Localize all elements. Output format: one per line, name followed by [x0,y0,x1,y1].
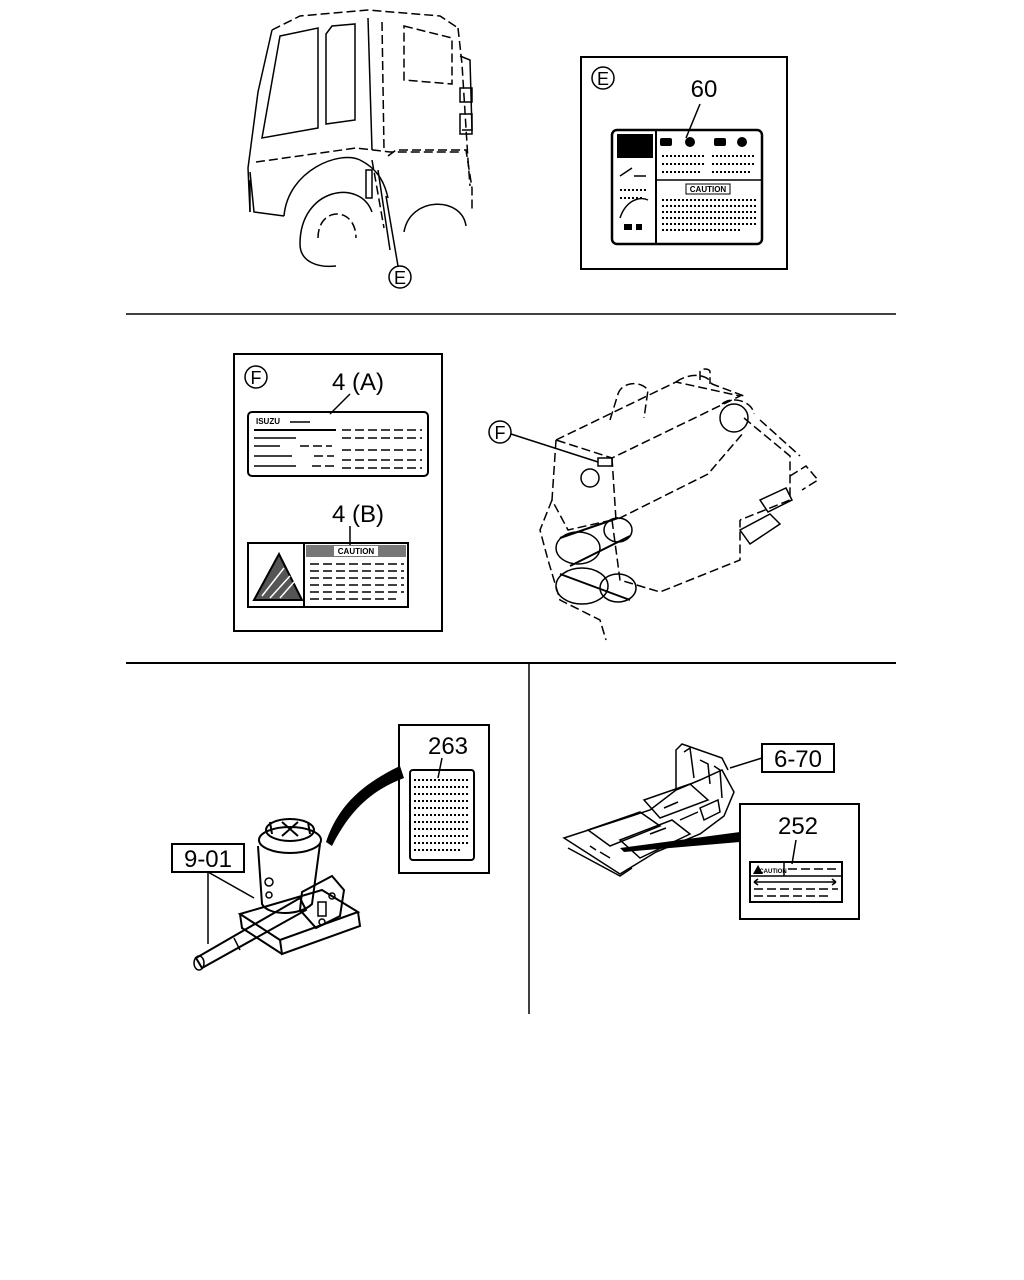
part-label-9-01: 9-01 [184,846,232,873]
part-label-252: 252 [778,813,818,840]
part-label-4a: 4 (A) [332,369,384,396]
part-callout-6-70: 6-70 [729,743,835,773]
decal-4a-brand: ISUZU [256,417,280,426]
floor-panel-illustration [562,743,735,877]
decal-252-caution: CAUTION [759,869,786,875]
callout-f-engine-text: F [495,423,506,443]
detail-263-box: 263 [398,724,490,874]
callout-e-cab-text: E [394,268,406,288]
detail-252-box: 252 CAUTION [739,803,860,920]
leader-wedge-263 [326,766,404,846]
part-label-6-70: 6-70 [774,746,822,773]
part-label-4b: 4 (B) [332,501,384,528]
leader-wedge-252 [620,832,740,852]
decal-60: CAUTION [610,128,764,246]
decal-60-caution: CAUTION [690,185,727,194]
callout-f-engine: F [488,420,599,463]
detail-e-box: E 60 CAUTION [580,56,788,270]
decal-4a: ISUZU [247,411,429,477]
part-label-263: 263 [428,733,468,760]
decal-4b: CAUTION [247,542,409,608]
bottle-jack-illustration [193,818,362,971]
decal-263 [409,769,475,861]
decal-252: CAUTION [749,861,843,903]
engine-illustration [539,368,820,641]
detail-f-callout: F [251,368,262,388]
detail-f-box: F 4 (A) ISUZU 4 (B) [233,353,443,632]
callout-e-cab: E [385,195,412,289]
detail-e-callout: E [597,69,609,89]
decal-4b-caution: CAUTION [338,547,375,556]
part-callout-9-01: 9-01 [171,843,255,944]
part-label-60: 60 [691,76,718,103]
truck-cab-illustration [247,9,473,268]
